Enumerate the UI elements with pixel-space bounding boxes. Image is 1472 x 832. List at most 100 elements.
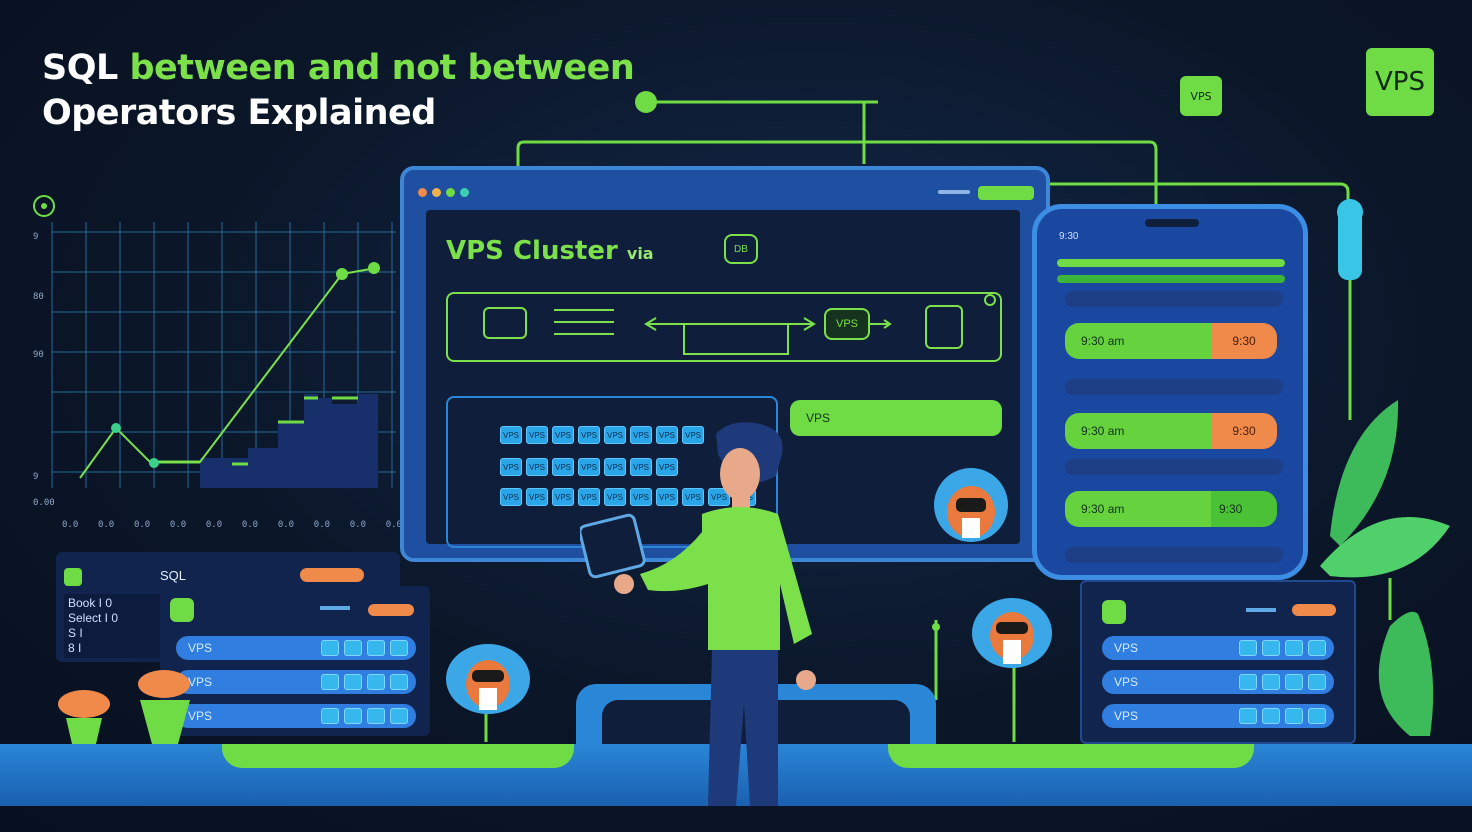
panel-orange-pill[interactable] [300,568,364,582]
menu-dots-icon[interactable] [938,190,970,194]
table-row[interactable]: VPS [1102,704,1334,728]
grid-cell[interactable]: VPS [526,488,548,506]
status-bar[interactable]: VPS [790,400,1002,436]
db-node[interactable]: DB [724,234,758,264]
x-tick: 0.0 [62,520,79,530]
grid-cell[interactable]: VPS [682,426,704,444]
cell-icon [321,708,339,724]
table-row-label: VPS [1114,709,1139,723]
grid-cell[interactable]: VPS [526,426,548,444]
grid-cell[interactable]: VPS [526,458,548,476]
panel-header: SQL [160,568,187,583]
grid-cell[interactable]: VPS [656,488,678,506]
grid-cell[interactable]: VPS [630,488,652,506]
phone-progress-2 [1057,275,1285,283]
grid-cell[interactable]: VPS [604,426,626,444]
table-app-icon[interactable] [170,598,194,622]
panel-line: Select I 0 [68,611,119,625]
grid-cell[interactable]: VPS [552,488,574,506]
title-line2: Operators Explained [42,93,436,133]
panel-text-block: Book I 0 Select I 0 S I 8 I [64,594,160,658]
table-app-icon[interactable] [1102,600,1126,624]
person-figure [580,422,816,806]
line-chart [50,222,396,488]
panel-app-icon[interactable] [64,568,82,586]
green-platform-right [888,744,1254,768]
cell-icon [1262,674,1280,690]
x-tick: 0.0 [97,520,115,530]
x-tick: 0.0 [277,520,295,530]
menu-dots-icon[interactable] [320,606,350,610]
close-dot-icon[interactable] [418,188,427,197]
extra-dot-icon[interactable] [460,188,469,197]
cell-icon [1308,640,1326,656]
maximize-dot-icon[interactable] [446,188,455,197]
grid-cell[interactable]: VPS [630,426,652,444]
table-row[interactable]: VPS [1102,670,1334,694]
flow-vps-node-label: VPS [835,318,858,330]
right-table-panel: VPS VPS VPS [1080,580,1356,744]
grid-cell[interactable]: VPS [578,458,600,476]
grid-cell[interactable]: VPS [682,488,704,506]
phone-placeholder-bar [1065,291,1283,307]
cell-icon [1308,674,1326,690]
minimize-dot-icon[interactable] [432,188,441,197]
cell-icon [367,640,385,656]
phone-status-time: 9:30 [1059,231,1079,242]
top-action-button[interactable] [978,186,1034,200]
grid-cell[interactable]: VPS [578,426,600,444]
grid-cell[interactable]: VPS [500,458,522,476]
table-orange-pill[interactable] [1292,604,1336,616]
y-tick-1: 9 [33,232,39,242]
cell-icon [1239,674,1257,690]
phone-bar-3-left: 9:30 am [1065,491,1211,527]
phone-bar-1-right: 9:30 [1211,323,1277,359]
monitor-screen: VPS Cluster via DB VPS [426,210,1020,548]
grid-cell[interactable]: VPS [578,488,600,506]
table-row[interactable]: VPS [176,670,416,694]
grid-cell[interactable]: VPS [630,458,652,476]
cell-icon [1262,708,1280,724]
grid-cell[interactable]: VPS [656,458,678,476]
cell-icon [321,674,339,690]
cell-icon [390,640,408,656]
table-orange-pill[interactable] [368,604,414,616]
cell-icon [344,640,362,656]
grid-cell[interactable]: VPS [500,426,522,444]
window-controls[interactable] [418,184,474,202]
cell-icon [367,708,385,724]
phone-placeholder-bar [1065,379,1283,395]
grid-cell[interactable]: VPS [604,458,626,476]
grid-cell[interactable]: VPS [552,458,574,476]
menu-dots-icon[interactable] [1246,608,1276,612]
phone-bar-3-right: 9:30 [1211,491,1277,527]
grid-cell[interactable]: VPS [708,488,730,506]
status-bar-label: VPS [806,411,831,425]
table-row-label: VPS [188,641,213,655]
table-row[interactable]: VPS [176,704,416,728]
x-tick: 0.0 [205,520,223,530]
grid-cell[interactable]: VPS [604,488,626,506]
owl-mascot-icon [446,644,530,714]
phone-bar-1-left: 9:30 am [1065,323,1211,359]
owl-mascot-icon [934,468,1008,542]
flow-vps-node[interactable]: VPS [824,308,870,340]
grid-cell[interactable]: VPS [656,426,678,444]
table-row-label: VPS [1114,641,1139,655]
page-title: SQL between and not between Operators Ex… [42,46,635,136]
grid-cell[interactable]: VPS [500,488,522,506]
table-row[interactable]: VPS [1102,636,1334,660]
table-row[interactable]: VPS [176,636,416,660]
grid-cell[interactable]: VPS [552,426,574,444]
cell-icon [1285,640,1303,656]
x-tick: 0.0 [313,520,331,530]
flow-panel: VPS [446,292,1002,362]
cell-icon [367,674,385,690]
x-tick: 0.0 [169,520,187,530]
vps-badge-small-label: VPS [1190,89,1212,103]
cell-icon [1262,640,1280,656]
